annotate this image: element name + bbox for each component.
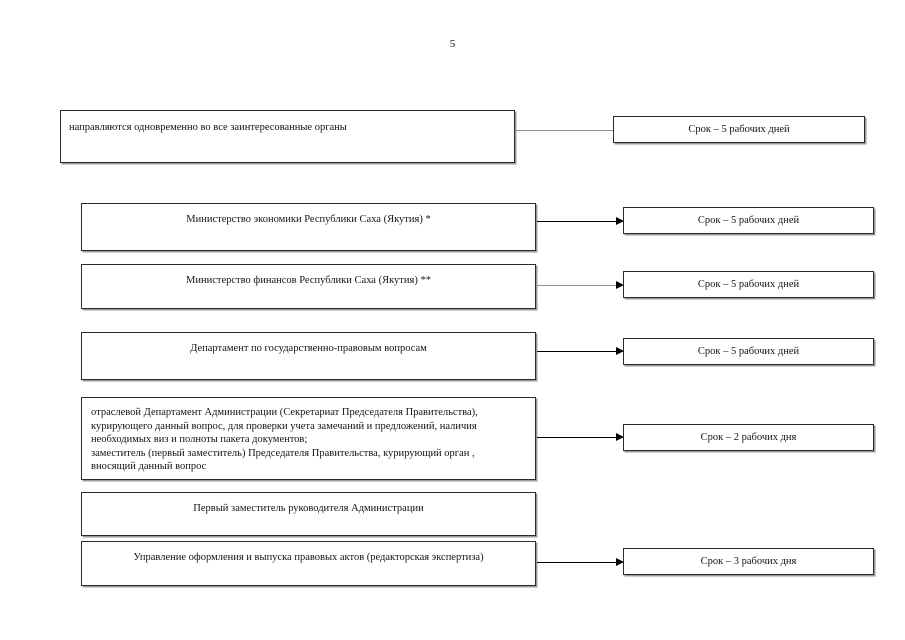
process-box-text: Первый заместитель руководителя Админист… [193,503,424,514]
process-box-ministry-economy: Министерство экономики Республики Саха (… [81,203,536,251]
process-box-text: Министерство экономики Республики Саха (… [186,214,431,225]
arrowhead-icon [616,558,624,567]
arrowhead-icon [616,433,624,442]
connector-ministry-economy-to-term-2 [537,217,624,226]
page-number: 5 [449,38,456,50]
duration-box-text: Срок – 3 рабочих дня [700,555,797,567]
connector-legal-acts-office-to-term-6 [537,558,624,567]
process-box-first-deputy-head: Первый заместитель руководителя Админист… [81,492,536,536]
process-box-text: Министерство финансов Республики Саха (Я… [186,275,431,286]
duration-box-term-1: Срок – 5 рабочих дней [613,116,865,143]
connector-line [516,130,623,132]
connector-line [537,221,623,223]
process-box-legal-acts-office: Управление оформления и выпуска правовых… [81,541,536,586]
process-box-department-legal: Департамент по государственно-правовым в… [81,332,536,380]
connector-line [537,437,623,439]
duration-box-term-6: Срок – 3 рабочих дня [623,548,874,575]
connector-department-legal-to-term-4 [537,347,624,356]
process-box-text: отраслевой Департамент Администрации (Се… [91,407,478,472]
connector-line [537,285,623,287]
duration-box-term-4: Срок – 5 рабочих дней [623,338,874,365]
arrowhead-icon [616,347,624,356]
connector-branch-department-to-term-5 [537,433,624,442]
arrowhead-icon [616,281,624,290]
arrowhead-icon [616,217,624,226]
duration-box-text: Срок – 5 рабочих дней [697,214,800,226]
process-box-ministry-finance: Министерство финансов Республики Саха (Я… [81,264,536,309]
process-box-text: Управление оформления и выпуска правовых… [133,552,484,563]
connector-line [537,562,623,564]
process-box-text: Департамент по государственно-правовым в… [190,343,427,354]
duration-box-term-5: Срок – 2 рабочих дня [623,424,874,451]
process-box-branch-department: отраслевой Департамент Администрации (Се… [81,397,536,480]
connector-line [537,351,623,353]
duration-box-text: Срок – 5 рабочих дней [688,123,790,135]
duration-box-term-3: Срок – 5 рабочих дней [623,271,874,298]
process-box-text: направляются одновременно во все заинтер… [69,122,347,133]
duration-box-text: Срок – 2 рабочих дня [700,431,797,443]
duration-box-term-2: Срок – 5 рабочих дней [623,207,874,234]
duration-box-text: Срок – 5 рабочих дней [697,345,800,357]
connector-ministry-finance-to-term-3 [537,281,624,290]
duration-box-text: Срок – 5 рабочих дней [697,278,800,290]
process-box-dispatch: направляются одновременно во все заинтер… [60,110,515,163]
connector-dispatch-to-term-1 [516,126,624,135]
